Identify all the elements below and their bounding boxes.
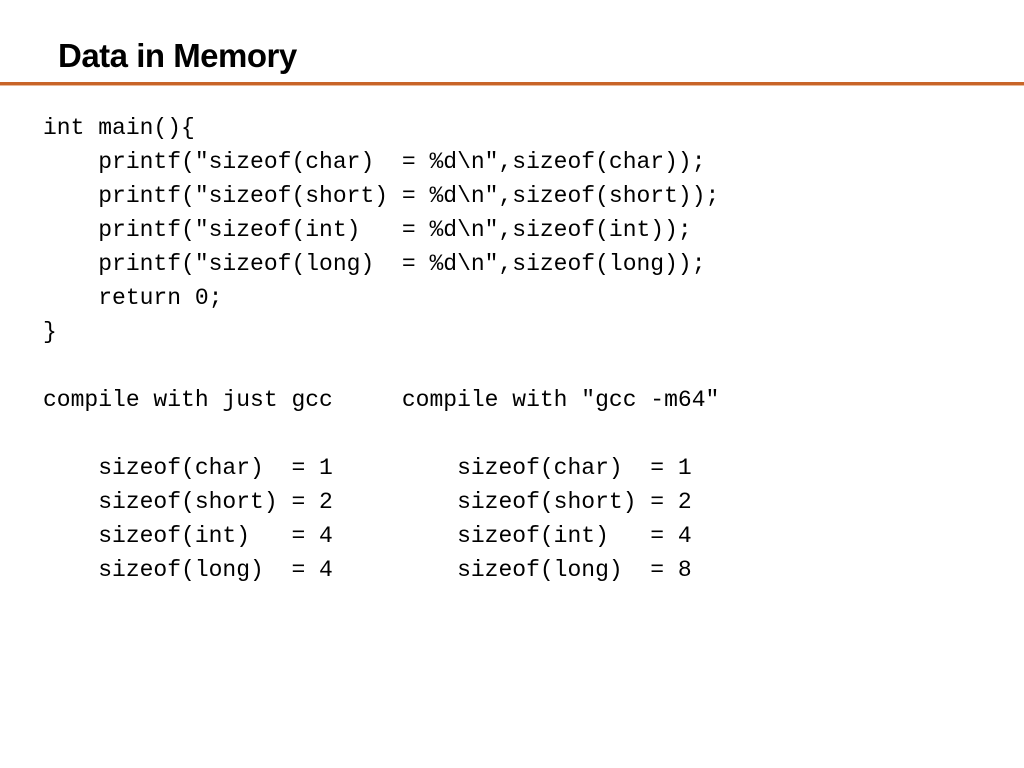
result-row-short: sizeof(short) = 2 sizeof(short) = 2 — [43, 489, 692, 515]
compile-headers: compile with just gcc compile with "gcc … — [43, 387, 720, 413]
title-divider — [0, 82, 1024, 86]
code-line-blank — [43, 417, 719, 451]
code-line-printf-int: printf("sizeof(int) = %d\n",sizeof(int))… — [43, 217, 692, 243]
code-line-closing-brace: } — [43, 319, 57, 345]
slide-title: Data in Memory — [58, 37, 297, 74]
code-line-blank — [43, 349, 719, 383]
code-line-printf-short: printf("sizeof(short) = %d\n",sizeof(sho… — [43, 183, 720, 209]
code-block: int main(){ printf("sizeof(char) = %d\n"… — [43, 111, 719, 587]
result-row-int: sizeof(int) = 4 sizeof(int) = 4 — [43, 523, 692, 549]
result-row-long: sizeof(long) = 4 sizeof(long) = 8 — [43, 557, 692, 583]
code-line-return: return 0; — [43, 285, 223, 311]
result-row-char: sizeof(char) = 1 sizeof(char) = 1 — [43, 455, 692, 481]
code-line-printf-char: printf("sizeof(char) = %d\n",sizeof(char… — [43, 149, 706, 175]
code-line-printf-long: printf("sizeof(long) = %d\n",sizeof(long… — [43, 251, 706, 277]
code-line-main-signature: int main(){ — [43, 115, 195, 141]
